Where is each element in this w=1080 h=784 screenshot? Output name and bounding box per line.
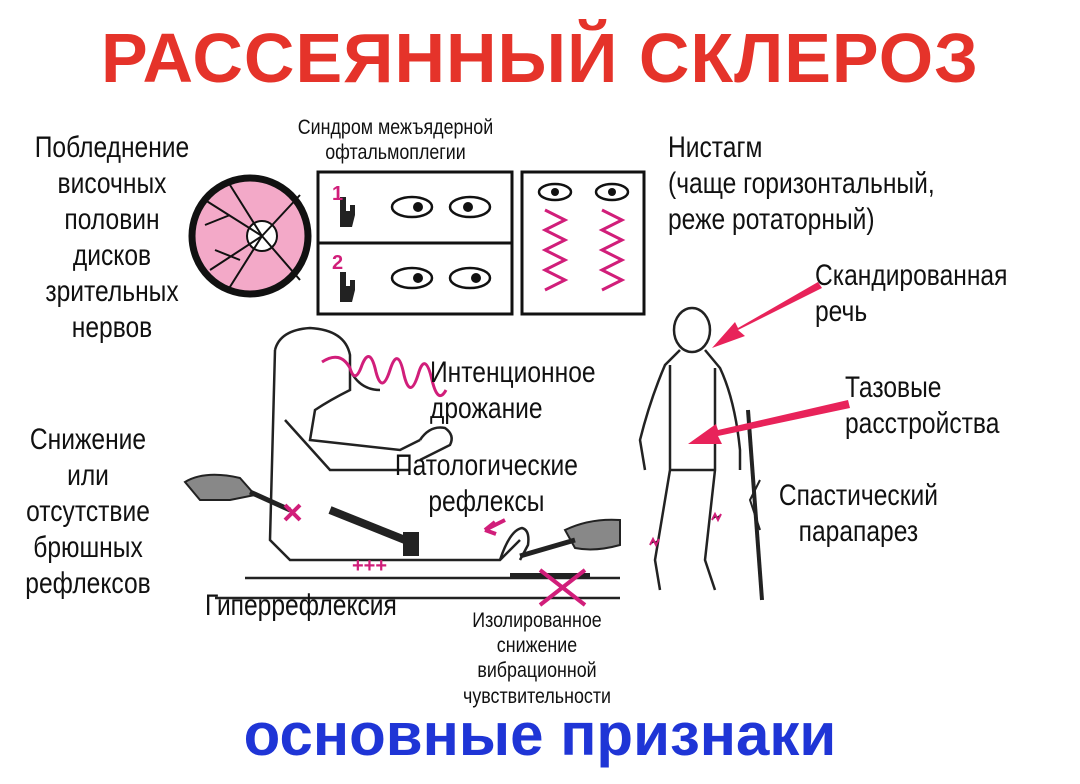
plus-marks: +++ <box>352 555 388 577</box>
pelvic-label: Тазовые расстройства <box>845 371 1000 440</box>
zigzag-icon <box>541 208 569 292</box>
hand-icon <box>340 272 355 302</box>
arrow-icon <box>483 518 506 536</box>
speech-label: Скандированная речь <box>815 259 1008 328</box>
eye-icon <box>537 182 573 202</box>
pointer-arrow-icon <box>688 282 850 444</box>
tremor-wave-icon <box>321 355 448 398</box>
vibration-label: Изолированное снижение вибрационной чувс… <box>463 609 611 708</box>
hand-icon <box>340 197 355 227</box>
tremor-label: Интенционное дрожание <box>430 356 596 425</box>
page-subtitle: основные признаки <box>243 701 837 768</box>
ino-step-2: 2 <box>332 252 344 274</box>
eye-icon <box>448 195 492 219</box>
standing-patient-figure <box>638 306 764 601</box>
eye-icon <box>594 182 630 202</box>
ino-panel <box>316 170 514 316</box>
eye-icon <box>390 266 434 290</box>
reflex-hammer-icon <box>183 473 302 522</box>
hyperreflexia-label: Гиперрефлексия <box>205 589 397 622</box>
page-title: РАССЕЯННЫЙ СКЛЕРОЗ <box>101 19 979 97</box>
eye-icon <box>448 266 492 290</box>
abdominal-reflex-label: Снижение или отсутствие брюшных рефлексо… <box>25 423 151 600</box>
ino-label: Синдром межъядерной офтальмоплегии <box>297 116 494 165</box>
nystagmus-label: Нистагм (чаще горизонтальный, реже ротат… <box>668 131 935 236</box>
nystagmus-panel <box>520 170 646 316</box>
reflex-hammer-icon <box>328 506 419 556</box>
tuning-fork-icon <box>510 568 590 607</box>
optic-disc-label: Побледнение височных половин дисков зрит… <box>34 131 190 344</box>
ino-step-1: 1 <box>332 183 344 205</box>
zigzag-icon <box>598 208 626 292</box>
reflex-hammer-icon <box>519 518 621 559</box>
spastic-paraparesis-label: Спастический парапарез <box>778 479 938 548</box>
pathological-reflex-label: Патологические рефлексы <box>394 449 578 518</box>
optic-disc-icon <box>188 174 312 298</box>
connector-line <box>748 479 761 531</box>
eye-icon <box>390 195 434 219</box>
seated-patient-figure <box>215 326 620 600</box>
spasm-marks-icon <box>649 511 722 548</box>
